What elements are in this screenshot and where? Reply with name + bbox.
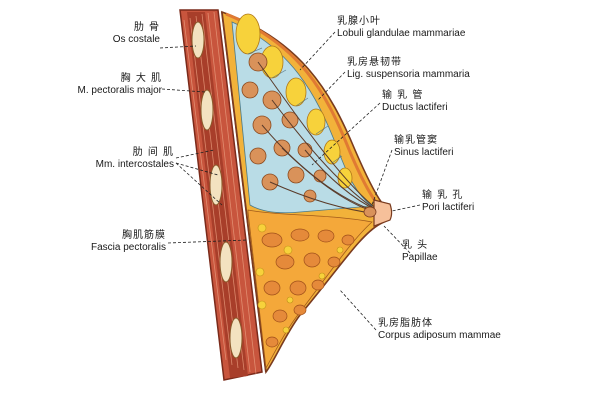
rib bbox=[192, 22, 204, 58]
label-la: Mm. intercostales bbox=[60, 159, 174, 171]
label-papillae: 乳 头 Papillae bbox=[402, 240, 438, 264]
fat-lobule bbox=[307, 109, 325, 135]
fat-lobule bbox=[286, 78, 306, 106]
label-zh: 胸 大 肌 bbox=[40, 73, 162, 85]
label-zh: 输 乳 管 bbox=[382, 90, 448, 102]
label-intercostales: 肋 间 肌 Mm. intercostales bbox=[60, 147, 174, 171]
lobule bbox=[288, 167, 304, 183]
label-zh: 输乳管窦 bbox=[394, 135, 453, 147]
label-la: Lig. suspensoria mammaria bbox=[347, 69, 470, 81]
label-la: Pori lactiferi bbox=[422, 202, 474, 214]
label-zh: 胸肌筋膜 bbox=[60, 230, 166, 242]
papilla-nipple bbox=[374, 200, 392, 226]
sinus-lactiferi bbox=[364, 207, 376, 217]
label-lobuli: 乳腺小叶 Lobuli glandulae mammariae bbox=[337, 16, 465, 40]
rib bbox=[201, 90, 213, 130]
label-zh: 肋 骨 bbox=[80, 22, 160, 34]
rib bbox=[210, 165, 222, 205]
label-fascia-pectoralis: 胸肌筋膜 Fascia pectoralis bbox=[60, 230, 166, 254]
label-la: M. pectoralis major bbox=[40, 85, 162, 97]
lobule bbox=[242, 82, 258, 98]
label-ductus: 输 乳 管 Ductus lactiferi bbox=[382, 90, 448, 114]
fat-lobule bbox=[236, 14, 260, 54]
rib bbox=[230, 318, 242, 358]
label-zh: 输 乳 孔 bbox=[422, 190, 474, 202]
label-zh: 乳 头 bbox=[402, 240, 438, 252]
label-sinus: 输乳管窦 Sinus lactiferi bbox=[394, 135, 453, 159]
label-la: Papillae bbox=[402, 252, 438, 264]
label-zh: 乳房悬韧带 bbox=[347, 57, 470, 69]
label-la: Os costale bbox=[80, 34, 160, 46]
label-la: Lobuli glandulae mammariae bbox=[337, 28, 465, 40]
label-corpus: 乳房脂肪体 Corpus adiposum mammae bbox=[378, 318, 501, 342]
label-suspensoria: 乳房悬韧带 Lig. suspensoria mammaria bbox=[347, 57, 470, 81]
label-pori: 输 乳 孔 Pori lactiferi bbox=[422, 190, 474, 214]
lobule bbox=[250, 148, 266, 164]
label-pectoralis-major: 胸 大 肌 M. pectoralis major bbox=[40, 73, 162, 97]
label-la: Fascia pectoralis bbox=[60, 242, 166, 254]
rib bbox=[220, 242, 232, 282]
label-zh: 肋 间 肌 bbox=[60, 147, 174, 159]
label-zh: 乳房脂肪体 bbox=[378, 318, 501, 330]
label-la: Sinus lactiferi bbox=[394, 147, 453, 159]
label-la: Corpus adiposum mammae bbox=[378, 330, 501, 342]
label-zh: 乳腺小叶 bbox=[337, 16, 465, 28]
label-la: Ductus lactiferi bbox=[382, 102, 448, 114]
label-os-costale: 肋 骨 Os costale bbox=[80, 22, 160, 46]
